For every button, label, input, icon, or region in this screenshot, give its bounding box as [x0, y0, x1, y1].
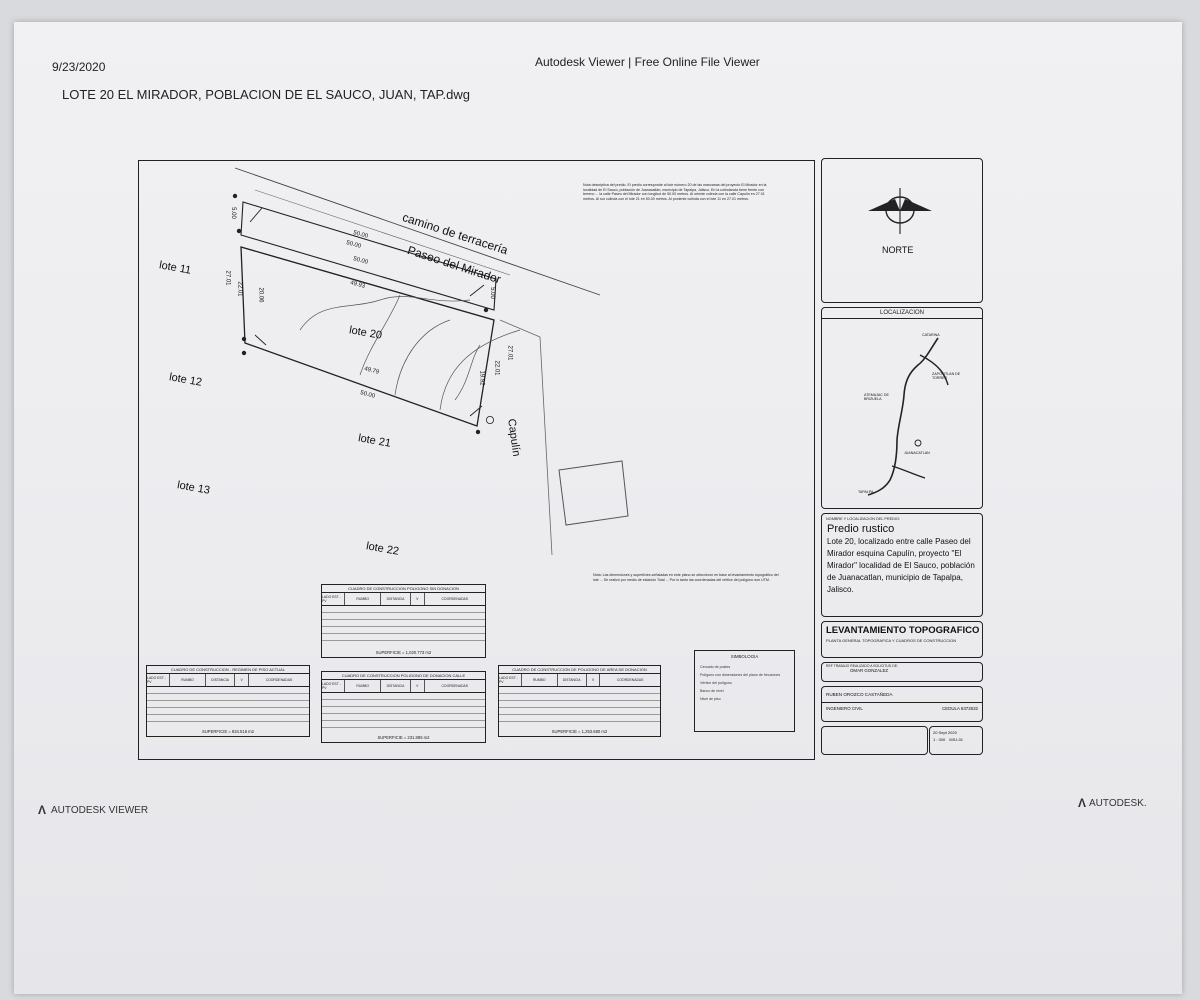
descriptive-note-bottom: Nota: Las dimensiones y superficies seña…: [593, 573, 779, 582]
owner-box: REF TRABAJO REALIZADO A SOLICITUD DE: OM…: [821, 662, 983, 682]
printed-page: [14, 22, 1182, 994]
signature-box: [821, 726, 928, 755]
property-type: Predio rustico: [827, 523, 895, 535]
column-header: RUMBO: [170, 674, 206, 686]
engineer-box: RUBEN OROZCO CASTAÑEDA INGENIERO CIVIL C…: [821, 686, 983, 722]
column-header: RUMBO: [345, 593, 382, 605]
column-header: V: [235, 674, 249, 686]
lot-20-polygon: [240, 246, 495, 427]
column-header: COORDENADAS: [265, 678, 293, 682]
vertex-point: [232, 193, 238, 199]
street-strip: [240, 201, 497, 311]
autodesk-viewer-footer: Λ AUTODESK VIEWER: [38, 803, 148, 817]
table-title: CUADRO DE CONSTRUCCION POLIGONO SIN DONA…: [322, 585, 485, 593]
table-surface: SUPERFICIE = 1,020.773 m2: [375, 650, 432, 655]
square-structure: [558, 460, 629, 526]
dimension-label: 5.00: [229, 207, 236, 219]
construction-table-3: CUADRO DE CONSTRUCCION POLIGONO DE DONAC…: [321, 671, 486, 743]
table-title: CUADRO DE CONSTRUCCION POLIGONO DE DONAC…: [322, 672, 485, 680]
survey-subtitle: PLANTA GENERAL TOPOGRAFICA Y CUADROS DE …: [826, 638, 957, 643]
sheet-number: MSJ-01: [949, 737, 964, 742]
autodesk-logo-icon: Λ: [1078, 796, 1087, 810]
dimension-label: 27.01: [224, 270, 231, 286]
owner-name: OMAR GONZALEZ: [850, 668, 889, 673]
legend-box: SIMBOLOGIA Cercado de postes Polígono co…: [694, 650, 795, 732]
town-label: TAPALPA: [858, 490, 874, 494]
owner-label: REF TRABAJO REALIZADO A SOLICITUD DE:: [826, 664, 898, 668]
table-surface: SUPERFICIE = 834.516 m2: [201, 729, 255, 734]
capulin-street-edge: [539, 336, 553, 556]
town-label: JUANACATLAN: [904, 451, 930, 455]
location-title: LOCALIZACION: [822, 308, 982, 319]
viewer-title: Autodesk Viewer | Free Online File Viewe…: [535, 55, 760, 69]
column-header: V: [411, 593, 425, 605]
location-map-road: [867, 337, 939, 496]
legend-item: Banco de nivel: [700, 689, 724, 693]
table-title: CUADRO DE CONSTRUCCION DE POLIGONO DE AR…: [499, 666, 660, 674]
survey-box: LEVANTAMIENTO TOPOGRAFICO PLANTA GENERAL…: [821, 621, 983, 658]
column-header: COORDENADAS: [441, 684, 469, 688]
column-header: V: [411, 680, 425, 692]
sheet-scale: 1 : 300: [933, 737, 946, 742]
property-box: NOMBRE Y LOCALIZACION DEL PREDIO: Predio…: [821, 513, 983, 617]
dimension-label: 19.92: [478, 370, 485, 386]
table-surface: SUPERFICIE = 231.885 m2: [377, 735, 430, 740]
dimension-label: 5.00: [488, 287, 495, 299]
footer-right-brand: AUTODESK.: [1089, 797, 1147, 809]
north-label: NORTE: [882, 245, 914, 255]
contour-line: [299, 296, 471, 331]
autodesk-footer: Λ AUTODESK.: [1078, 796, 1147, 810]
north-box: NORTE: [821, 158, 983, 303]
location-box: LOCALIZACION CATARINA ATEMAJAC DE BRIZUE…: [821, 307, 983, 509]
table-title: CUADRO DE CONSTRUCCION - REGIMEN DE PISO…: [147, 666, 309, 674]
file-name: LOTE 20 EL MIRADOR, POBLACION DE EL SAUC…: [62, 87, 470, 102]
footer-left-brand: AUTODESK VIEWER: [51, 804, 149, 816]
print-date: 9/23/2020: [52, 60, 106, 74]
column-header: DISTANCIA: [381, 593, 411, 605]
column-header: RUMBO: [345, 680, 382, 692]
construction-table-2: CUADRO DE CONSTRUCCION - REGIMEN DE PISO…: [146, 665, 310, 737]
column-header: V: [587, 674, 601, 686]
column-header: LADO EST - PV: [499, 674, 522, 686]
legend-title: SIMBOLOGIA: [730, 654, 759, 659]
column-header: DISTANCIA: [206, 674, 236, 686]
dimension-label: 27.01: [506, 345, 513, 361]
column-header: LADO EST - PV: [147, 674, 171, 686]
construction-table-4: CUADRO DE CONSTRUCCION DE POLIGONO DE AR…: [498, 665, 661, 737]
date-scale-box: 20 Sept 2020 1 : 300 MSJ-01: [929, 726, 983, 755]
column-header: DISTANCIA: [381, 680, 411, 692]
dimension-label: 22.01: [493, 360, 500, 376]
engineer-name: RUBEN OROZCO CASTAÑEDA: [822, 687, 982, 703]
dimension-label: 20.06: [257, 287, 264, 303]
town-label: CATARINA: [922, 333, 940, 337]
construction-table-1: CUADRO DE CONSTRUCCION POLIGONO SIN DONA…: [321, 584, 486, 658]
autodesk-logo-icon: Λ: [38, 803, 47, 817]
town-label: ATEMAJAC DE BRIZUELA: [864, 393, 889, 401]
legend-item: Polígono con dimensiones del plano de fr…: [700, 673, 781, 677]
column-header: LADO EST - PV: [322, 680, 346, 692]
engineer-title: INGENIERO CIVIL: [826, 706, 863, 711]
property-description: Lote 20, localizado entre calle Paseo de…: [827, 537, 975, 594]
dimension-arrow: [249, 207, 263, 223]
legend-item: Cercado de postes: [700, 665, 731, 669]
road-edge-line: [234, 167, 601, 296]
dimension-label: 22.01: [236, 281, 243, 297]
table-surface: SUPERFICIE = 1,253.680 m2: [551, 729, 608, 734]
sheet-date: 20 Sept 2020: [933, 730, 957, 735]
legend-item: Nivel de piso: [700, 697, 721, 701]
survey-title: LEVANTAMIENTO TOPOGRAFICO: [826, 625, 980, 636]
cedula: CEDULA 6372632: [942, 706, 978, 711]
descriptive-note-top: Nota descriptiva del predio. El predio c…: [583, 183, 767, 201]
bench-mark-symbol: [485, 415, 494, 424]
column-header: COORDENADAS: [616, 678, 644, 682]
property-header: NOMBRE Y LOCALIZACION DEL PREDIO:: [826, 517, 900, 521]
town-label: ZAPOTITLAN DE TORRES: [932, 372, 961, 380]
column-header: RUMBO: [522, 674, 558, 686]
column-header: DISTANCIA: [558, 674, 587, 686]
column-header: COORDENADAS: [441, 597, 469, 601]
drawing-frame: [138, 160, 815, 760]
column-header: LADO EST - PV: [322, 593, 346, 605]
legend-item: Vértice del polígono: [700, 681, 732, 685]
